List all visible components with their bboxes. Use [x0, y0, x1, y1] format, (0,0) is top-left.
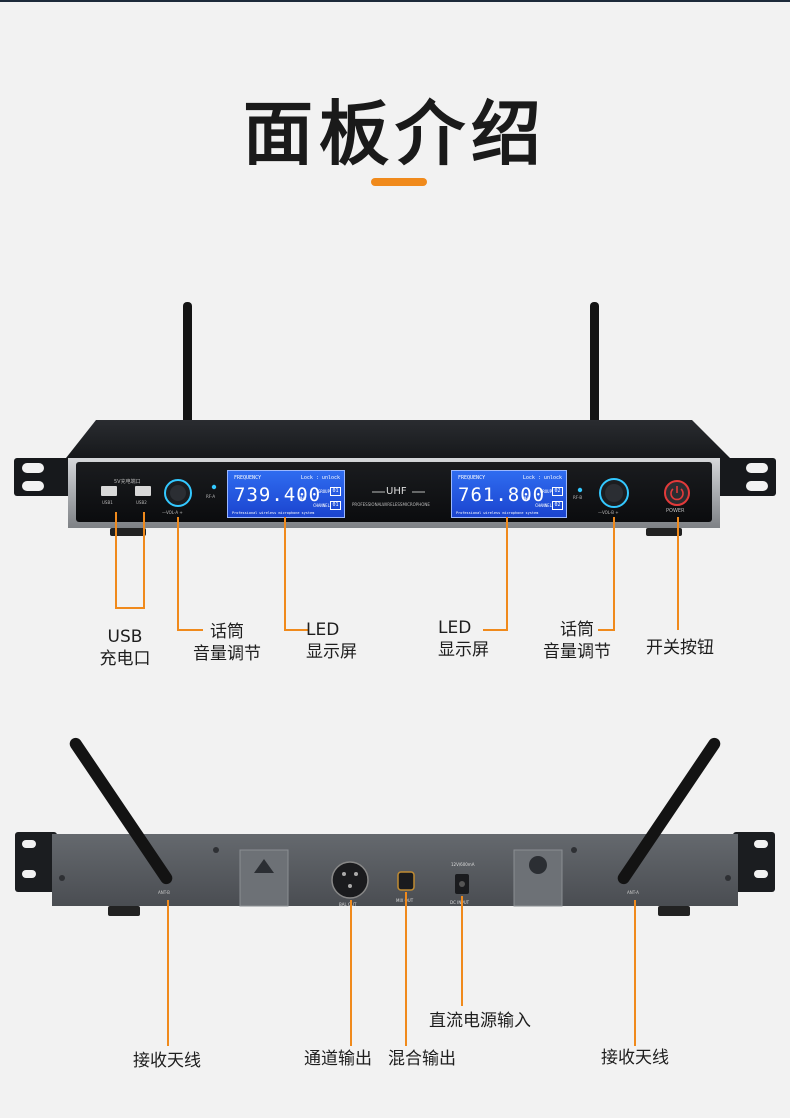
callout-usb-line1: USB — [107, 627, 143, 647]
callout-vol-left-line1: 话筒 — [210, 622, 244, 642]
callout-usb-line2: 充电口 — [99, 649, 151, 669]
rear-antenna-right — [617, 737, 721, 885]
screen-a-caption: Professional wireless microphone system — [232, 511, 315, 515]
led-screen-a: FREQUENCY Lock : unlock 739.400 MHz GROU… — [227, 470, 345, 518]
usb2-label: USB2 — [136, 500, 147, 505]
screen-b-frequency: 761.800 — [458, 484, 546, 506]
screen-b-group-label: GROUP — [539, 489, 552, 494]
callout-mix-out: 混合输出 — [388, 1049, 456, 1069]
top-border — [0, 0, 790, 2]
leader-rear-ant-right — [634, 900, 636, 1046]
rf-a-label: RF-A — [206, 494, 216, 499]
callout-vol-left: 话筒 音量调节 — [186, 621, 268, 665]
ant-a-label: ANT-A — [627, 890, 639, 895]
vol-a-label: —VOL-A + — [162, 510, 183, 515]
leader-vol-a-h — [177, 629, 203, 631]
leader-led-a — [284, 517, 286, 630]
dc-rating-label: 12V/600mA — [451, 862, 475, 867]
page-title: 面板介绍 — [243, 93, 547, 175]
screen-a-channel-value: 01 — [330, 501, 341, 510]
usb2-port — [135, 486, 151, 496]
callout-led-right-line1: LED — [438, 618, 472, 638]
callout-power: 开关按钮 — [646, 638, 714, 658]
leader-vol-a — [177, 517, 179, 630]
mix-out-connector — [397, 871, 415, 891]
rf-b-label: RF-B — [573, 495, 583, 500]
bal-out-label: BAL OUT — [339, 902, 357, 907]
leader-usb1 — [115, 512, 117, 608]
bal-out-connector — [331, 861, 369, 899]
title-accent-bar — [371, 178, 427, 186]
leader-led-b-h — [483, 629, 508, 631]
ant-b-label: ANT-B — [158, 890, 170, 895]
screen-a-group-label: GROUP — [317, 489, 330, 494]
screen-a-frequency: 739.400 — [234, 484, 322, 506]
rear-antenna-left — [69, 737, 173, 885]
leader-power — [677, 517, 679, 630]
callout-led-left-line2: 显示屏 — [306, 642, 357, 662]
callout-antenna-right: 接收天线 — [601, 1048, 669, 1068]
callout-led-right-line2: 显示屏 — [438, 640, 489, 660]
callout-vol-right-line1: 话筒 — [560, 620, 594, 640]
callout-led-left-line1: LED — [306, 620, 340, 640]
front-panel-image — [14, 302, 776, 536]
rear-panel-image — [15, 737, 775, 916]
screen-a-frequency-label: FREQUENCY — [234, 475, 262, 481]
mix-out-label: MIX OUT — [396, 898, 414, 903]
screen-b-group-value: 02 — [552, 487, 563, 496]
screen-a-unit: MHz — [299, 496, 307, 501]
leader-usb2 — [143, 512, 145, 608]
screen-a-channel-label: CHANNEL — [313, 503, 330, 508]
screen-b-unit: MHz — [523, 496, 531, 501]
power-label: POWER — [666, 508, 685, 514]
callout-usb: USB 充电口 — [96, 626, 154, 670]
usb-port-caption: 5V充电端口 — [114, 479, 141, 485]
callout-led-left: LED 显示屏 — [306, 619, 372, 663]
callout-channel-out: 通道输出 — [304, 1049, 372, 1069]
callout-vol-right: 话筒 音量调节 — [536, 619, 618, 663]
leader-led-a-h — [284, 629, 308, 631]
screen-b-caption: Professional wireless microphone system — [456, 511, 539, 515]
leader-led-b — [506, 517, 508, 630]
callout-antenna-left: 接收天线 — [133, 1051, 201, 1071]
antenna-right — [590, 302, 599, 430]
screen-b-channel-label: CHANNEL — [535, 503, 552, 508]
callout-dc-power: 直流电源输入 — [429, 1011, 531, 1031]
usb1-label: USB1 — [102, 500, 113, 505]
leader-usb-join — [115, 607, 145, 609]
leader-bal-out — [350, 900, 352, 1046]
leader-mix-out — [405, 892, 407, 1046]
dc-input-label: DC INPUT — [450, 900, 470, 905]
screen-b-channel-value: 02 — [552, 501, 563, 510]
leader-vol-b — [613, 517, 615, 630]
usb1-port — [101, 486, 117, 496]
callout-led-right: LED 显示屏 — [438, 617, 504, 661]
screen-a-lock-status: Lock : unlock — [300, 475, 340, 481]
uhf-label: UHF — [386, 486, 407, 497]
callout-vol-right-line2: 音量调节 — [543, 642, 611, 662]
vol-b-label: —VOL-B + — [598, 510, 619, 515]
callout-vol-left-line2: 音量调节 — [193, 644, 261, 664]
screen-b-lock-status: Lock : unlock — [522, 475, 562, 481]
leader-vol-b-h — [598, 629, 615, 631]
screen-b-frequency-label: FREQUENCY — [458, 475, 486, 481]
screen-a-group-value: 01 — [330, 487, 341, 496]
antenna-left — [183, 302, 192, 430]
uhf-caption: PROFESSIONALWIRELESSMICROPHONE — [352, 502, 430, 507]
led-screen-b: FREQUENCY Lock : unlock 761.800 MHz GROU… — [451, 470, 567, 518]
leader-rear-ant-left — [167, 900, 169, 1046]
leader-dc-input — [461, 896, 463, 1006]
